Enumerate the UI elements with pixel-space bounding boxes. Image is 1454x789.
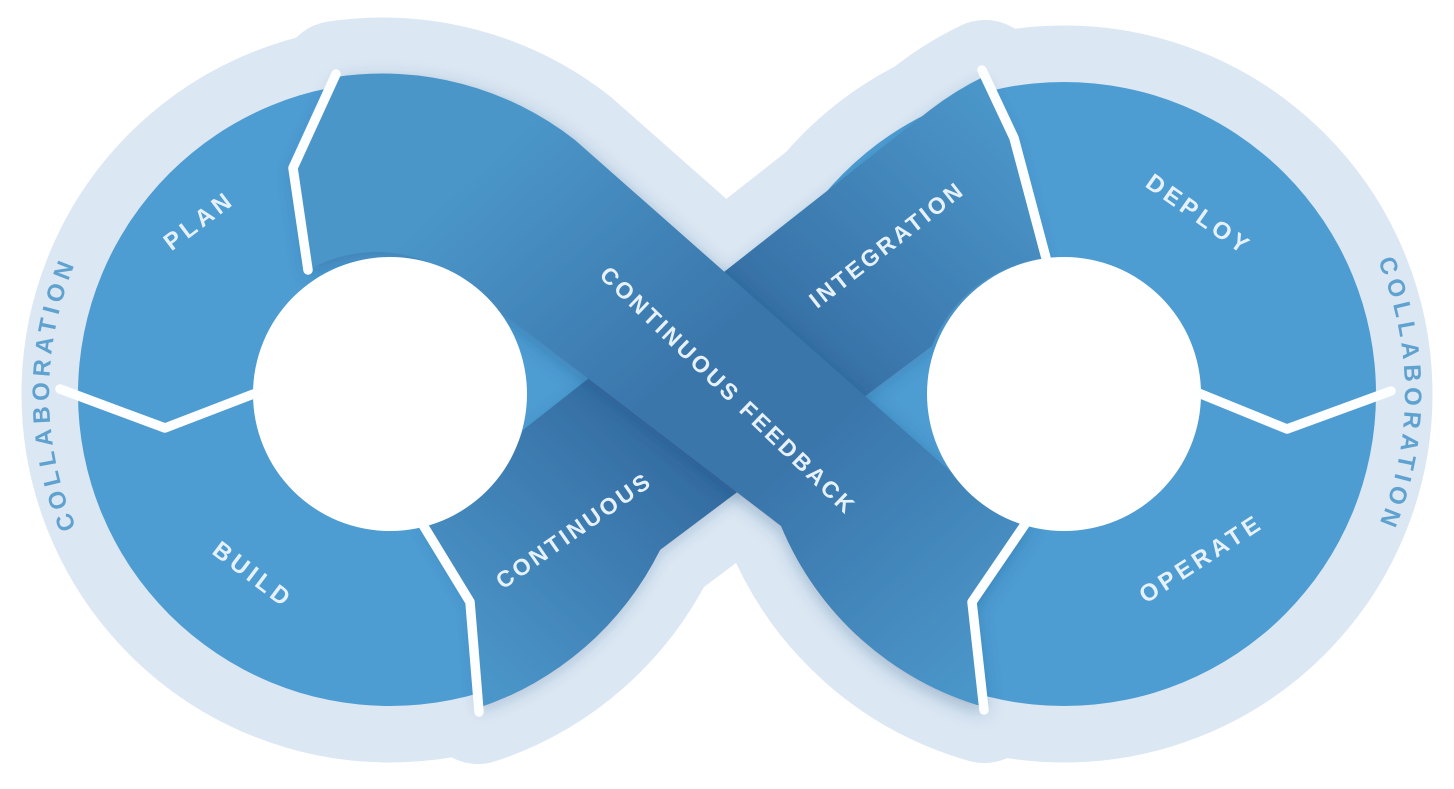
segment-dividers	[55, 65, 1396, 717]
divider-plan-build	[55, 384, 261, 433]
divider-build-integration	[415, 515, 484, 717]
right-loop-hole	[927, 257, 1201, 531]
divider-deploy-operate	[1191, 386, 1396, 434]
divider-integration-deploy	[977, 65, 1051, 263]
continuous-feedback-ribbon	[293, 73, 1030, 707]
left-loop-hole	[253, 257, 527, 531]
divider-operate-feedback	[967, 512, 1035, 715]
divider-plan-feedback	[288, 69, 341, 275]
